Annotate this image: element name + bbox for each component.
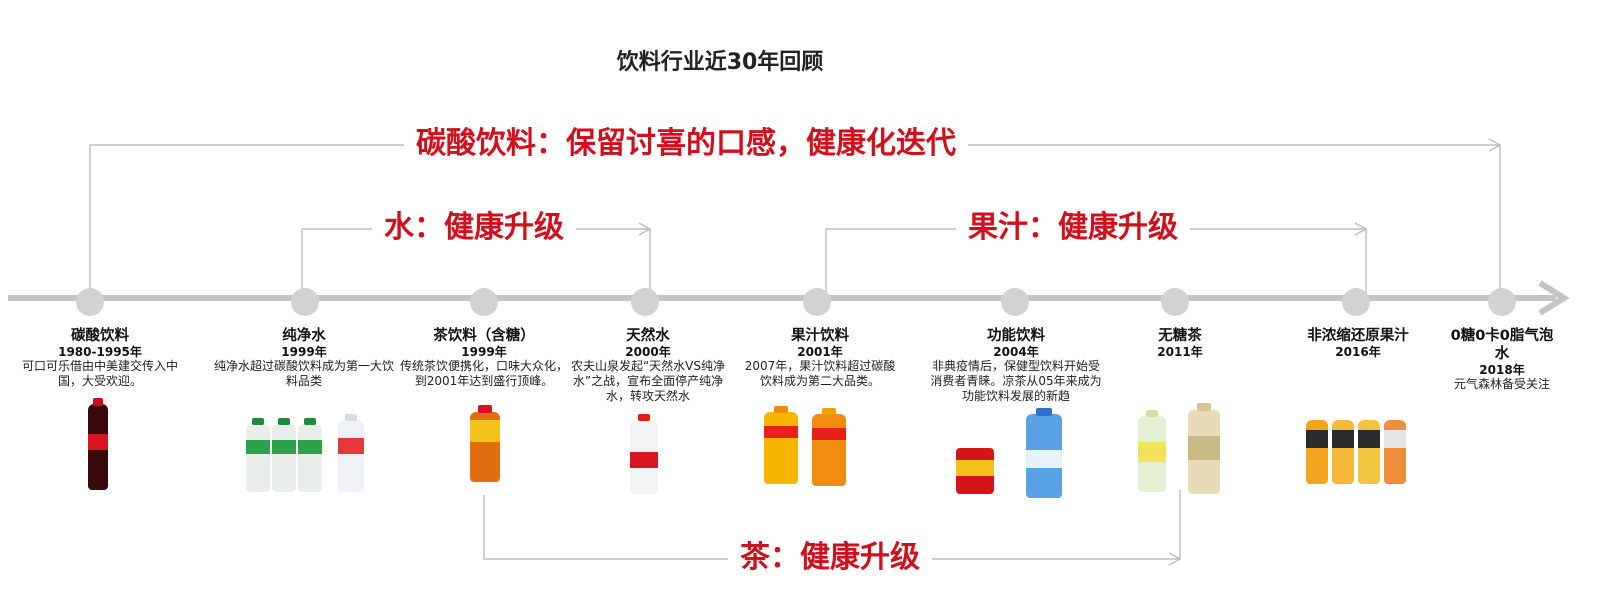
juice-connector-arrowhead xyxy=(1354,222,1368,236)
event-desc: 可口可乐借由中美建交传入中国，大受欢迎。 xyxy=(21,359,178,388)
sweet-tea-image xyxy=(470,405,500,482)
event-name: 天然水 xyxy=(626,328,670,344)
event-year: 2016年 xyxy=(1335,345,1381,359)
event-name: 茶饮料（含糖） xyxy=(433,328,535,344)
event-desc: 农夫山泉发起“天然水VS纯净水”之战，宣布全面停产纯净水，转攻天然水 xyxy=(570,359,726,403)
trend-label-water: 水：健康升级 xyxy=(372,213,576,243)
timeline-node-sugar-free-tea xyxy=(1161,288,1189,316)
carbonated-connector-arrowhead xyxy=(1488,138,1502,152)
timeline-node-juice xyxy=(803,288,831,316)
event-desc: 元气森林备受关注 xyxy=(1453,377,1550,391)
timeline-node-sweet-tea xyxy=(470,288,498,316)
event-desc: 纯净水超过碳酸饮料成为第一大饮料品类 xyxy=(214,359,395,388)
event-juice: 果汁饮料 2001年 2007年，果汁饮料超过碳酸饮料成为第二大品类。 xyxy=(740,327,900,389)
timeline-node-carbonated xyxy=(76,288,104,316)
event-sweet-tea: 茶饮料（含糖） 1999年 传统茶饮便携化，口味大众化，到2001年达到盛行顶峰… xyxy=(400,327,568,389)
event-desc: 传统茶饮便携化，口味大众化，到2001年达到盛行顶峰。 xyxy=(400,359,569,388)
event-desc: 2007年，果汁饮料超过碳酸饮料成为第二大品类。 xyxy=(744,359,896,388)
event-year: 1980-1995年 xyxy=(58,345,142,359)
event-year: 1999年 xyxy=(461,345,507,359)
event-carbonated: 碳酸饮料 1980-1995年 可口可乐借由中美建交传入中国，大受欢迎。 xyxy=(20,327,180,389)
event-name: 功能饮料 xyxy=(987,328,1045,344)
trend-label-juice: 果汁：健康升级 xyxy=(956,213,1190,243)
event-name: 无糖茶 xyxy=(1158,328,1202,344)
timeline-node-natural-water xyxy=(631,288,659,316)
cola-bottle-image xyxy=(88,398,108,490)
event-name: 纯净水 xyxy=(282,328,326,344)
event-desc: 非典疫情后，保健型饮料开始受消费者青睐。凉茶从05年来成为功能饮料发展的新趋 xyxy=(930,359,1102,403)
event-year: 2004年 xyxy=(993,345,1039,359)
event-purified-water: 纯净水 1999年 纯净水超过碳酸饮料成为第一大饮料品类 xyxy=(214,327,394,389)
timeline-node-nfc-juice xyxy=(1342,288,1370,316)
timeline-axis-arrowhead xyxy=(1538,280,1570,316)
event-name: 0糖0卡0脂气泡水 xyxy=(1450,328,1554,362)
water-connector-arrowhead xyxy=(638,222,652,236)
event-natural-water: 天然水 2000年 农夫山泉发起“天然水VS纯净水”之战，宣布全面停产纯净水，转… xyxy=(568,327,728,404)
tea-connector-arrowhead xyxy=(1168,552,1182,566)
event-year: 2001年 xyxy=(797,345,843,359)
event-name: 果汁饮料 xyxy=(791,328,849,344)
event-name: 碳酸饮料 xyxy=(71,328,129,344)
event-sugar-free-tea: 无糖茶 2011年 xyxy=(1120,327,1240,359)
event-name: 非浓缩还原果汁 xyxy=(1307,328,1409,344)
trend-label-carbonated: 碳酸饮料：保留讨喜的口感，健康化迭代 xyxy=(404,129,968,159)
event-nfc-juice: 非浓缩还原果汁 2016年 xyxy=(1290,327,1426,359)
event-functional: 功能饮料 2004年 非典疫情后，保健型饮料开始受消费者青睐。凉茶从05年来成为… xyxy=(928,327,1104,404)
event-year: 2011年 xyxy=(1157,345,1203,359)
timeline-node-purified-water xyxy=(291,288,319,316)
event-year: 2000年 xyxy=(625,345,671,359)
event-sparkling-water: 0糖0卡0脂气泡水 2018年 元气森林备受关注 xyxy=(1444,327,1560,392)
event-year: 2018年 xyxy=(1479,363,1525,377)
timeline-node-sparkling-water xyxy=(1488,288,1516,316)
page-title: 饮料行业近30年回顾 xyxy=(616,50,824,75)
event-year: 1999年 xyxy=(281,345,327,359)
trend-label-tea: 茶：健康升级 xyxy=(728,543,932,573)
timeline-node-functional xyxy=(1001,288,1029,316)
natural-water-image xyxy=(630,414,658,494)
